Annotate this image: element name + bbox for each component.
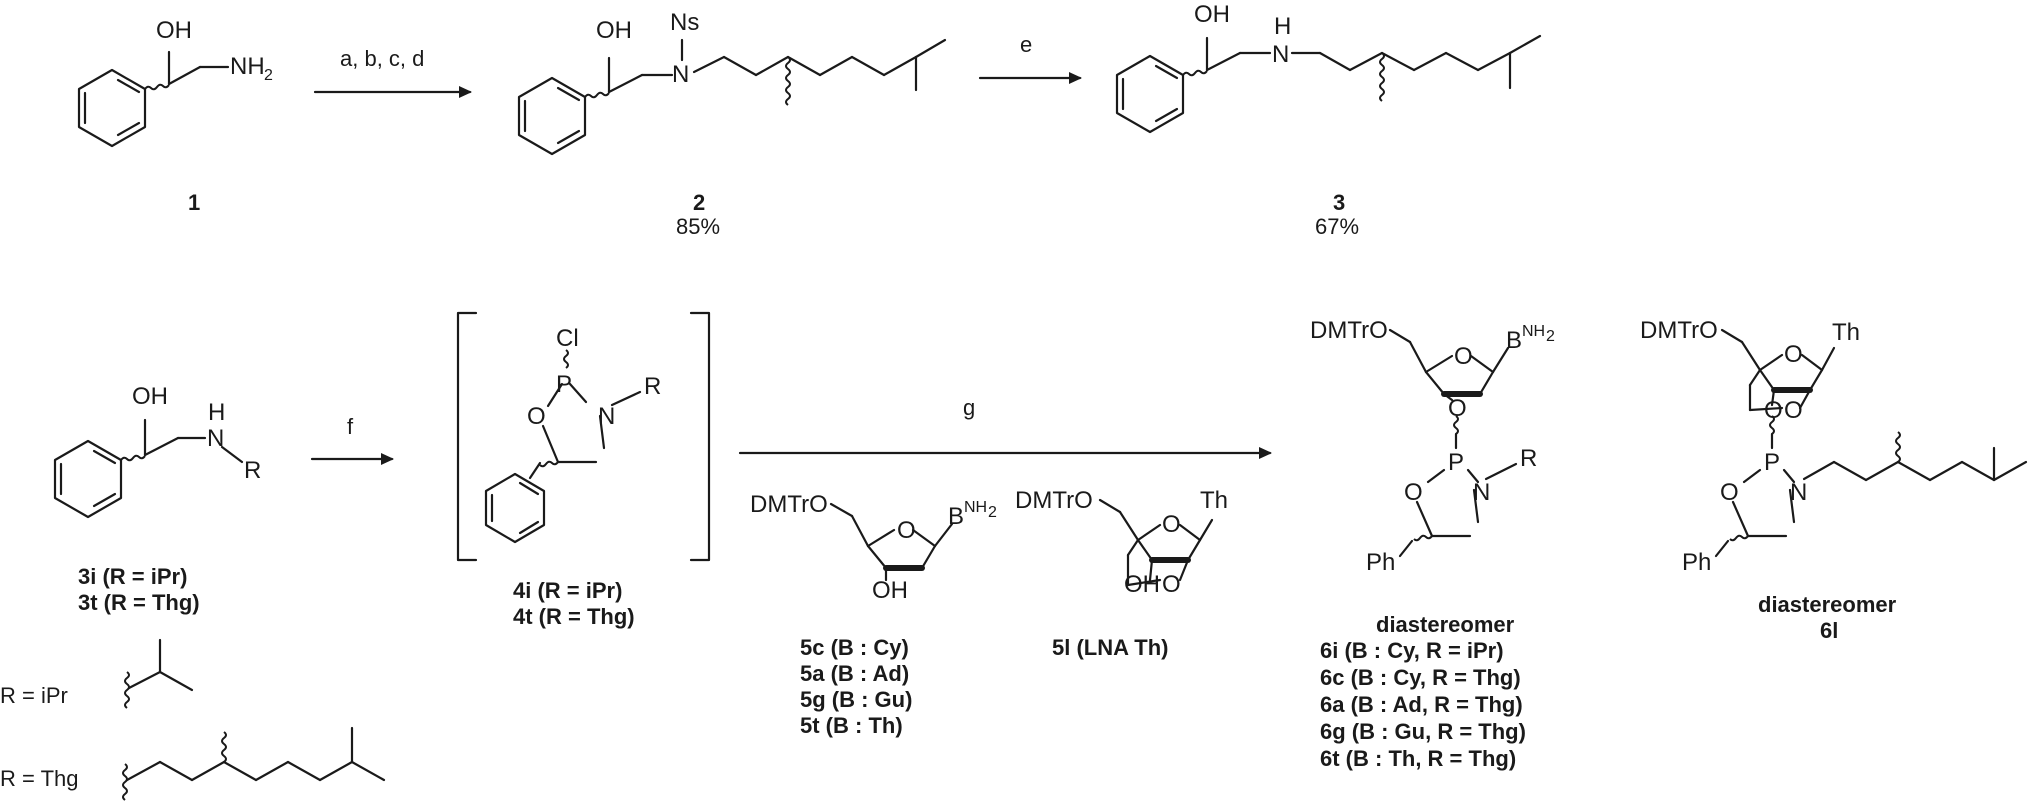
bridge-oxygen-label: O	[1162, 571, 1181, 598]
phosphorus-label: P	[556, 371, 572, 398]
compound-3-structure: OH N H	[1115, 1, 1542, 134]
ring-oxygen-label-3: O	[1720, 479, 1739, 506]
compound-2-yield: 85%	[676, 214, 720, 239]
furanose-oxygen-label-3: O	[1454, 343, 1473, 370]
ring-oxygen-label: O	[527, 403, 546, 430]
amine-label: NH	[230, 53, 265, 80]
compound-4t-label: 4t (R = Thg)	[513, 604, 635, 629]
phenyl-label: Ph	[1366, 549, 1395, 576]
hydroxyl-label-3: OH	[1194, 1, 1230, 28]
amine-n-label-2: N	[207, 425, 224, 452]
compound-4-structure: Cl P O N R	[484, 325, 661, 544]
compound-3t-label: 3t (R = Thg)	[78, 590, 200, 615]
base-nh-subscript-2: 2	[1546, 328, 1555, 345]
hydroxyl-label-4: OH	[132, 383, 168, 410]
reagents-step-3: f	[347, 414, 354, 439]
reaction-arrow-1-head	[459, 86, 472, 98]
ring-nitrogen-label-2: N	[1473, 479, 1490, 506]
phenyl-label-2: Ph	[1682, 549, 1711, 576]
reaction-arrow-2-head	[1069, 72, 1082, 84]
r-group-label-3: R	[1520, 445, 1537, 472]
ring-nitrogen-label: N	[598, 403, 615, 430]
phosphite-oxygen-label: O	[1448, 395, 1467, 422]
thymine-label-2: Th	[1832, 319, 1860, 346]
ring-nitrogen-label-3: N	[1790, 479, 1807, 506]
base-nh-label: NH	[964, 499, 987, 516]
compound-3i-label: 3i (R = iPr)	[78, 564, 187, 589]
compound-3-label: 3	[1333, 190, 1345, 215]
compound-6c-label: 6c (B : Cy, R = Thg)	[1320, 665, 1521, 690]
reaction-arrow-4-head	[1259, 447, 1272, 459]
compound-5l-label: 5l (LNA Th)	[1052, 635, 1169, 660]
chloro-label: Cl	[556, 325, 579, 352]
base-b-label-2: B	[1506, 327, 1522, 354]
dmtro-label-2: DMTrO	[1015, 487, 1093, 514]
r-thg-label: R = Thg	[0, 766, 78, 791]
right-bracket	[689, 311, 711, 562]
compound-6g-label: 6g (B : Gu, R = Thg)	[1320, 719, 1526, 744]
amine-n-label: N	[1272, 41, 1289, 68]
compound-6i-label: 6i (B : Cy, R = iPr)	[1320, 638, 1504, 663]
phosphite-oxygen-label-2: O	[1764, 397, 1783, 424]
product-6l-label: 6l	[1820, 618, 1838, 643]
ring-oxygen-label-2: O	[1404, 479, 1423, 506]
reagents-step-1: a, b, c, d	[340, 46, 424, 71]
reagents-step-4: g	[963, 395, 975, 420]
reagents-step-2: e	[1020, 32, 1032, 57]
amine-h-label: H	[1274, 13, 1291, 40]
base-b-label: B	[948, 503, 964, 530]
dmtro-label-4: DMTrO	[1640, 317, 1718, 344]
compound-1-structure: OH NH 2	[77, 17, 273, 148]
compound-4i-label: 4i (R = iPr)	[513, 578, 622, 603]
product-6l-title: diastereomer	[1758, 592, 1897, 617]
thymine-label: Th	[1200, 487, 1228, 514]
compound-3-set-structure: OH N H R	[53, 383, 261, 519]
nucleoside-5-structure: DMTrO O B NH 2 OH	[750, 491, 997, 604]
compound-6t-label: 6t (B : Th, R = Thg)	[1320, 746, 1516, 771]
bridge-oxygen-label-2: O	[1784, 397, 1803, 424]
compound-6a-label: 6a (B : Ad, R = Thg)	[1320, 692, 1523, 717]
product-6-title: diastereomer	[1376, 612, 1515, 637]
hydroxyl-label-6: OH	[1124, 571, 1160, 598]
compound-5g-label: 5g (B : Gu)	[800, 687, 912, 712]
compound-2-structure: OH N Ns	[517, 9, 947, 156]
reaction-arrow-3-head	[381, 453, 394, 465]
furanose-oxygen-label-2: O	[1162, 511, 1181, 538]
hydroxyl-label-2: OH	[596, 17, 632, 44]
compound-5c-label: 5c (B : Cy)	[800, 635, 909, 660]
compound-5t-label: 5t (B : Th)	[800, 713, 903, 738]
compound-5a-label: 5a (B : Ad)	[800, 661, 909, 686]
sulfonamide-n-label: N	[672, 61, 689, 88]
hydroxyl-label: OH	[156, 17, 192, 44]
dmtro-label: DMTrO	[750, 491, 828, 518]
compound-3-yield: 67%	[1315, 214, 1359, 239]
base-nh-label-2: NH	[1522, 323, 1545, 340]
product-6-structure: DMTrO O B NH 2 O P O N R Ph	[1310, 317, 1555, 576]
phosphorus-label-3: P	[1764, 449, 1780, 476]
r-group-definitions: R = iPr R = Thg	[0, 638, 386, 801]
product-6l-structure: DMTrO O Th O O P O N Ph	[1640, 317, 2028, 576]
r-group-label-2: R	[644, 373, 661, 400]
amine-subscript: 2	[264, 67, 273, 84]
dmtro-label-3: DMTrO	[1310, 317, 1388, 344]
nucleoside-5l-structure: DMTrO O Th OH O	[1015, 487, 1228, 598]
r-ipr-label: R = iPr	[0, 683, 68, 708]
r-group-label: R	[244, 457, 261, 484]
hydroxyl-label-5: OH	[872, 577, 908, 604]
furanose-oxygen-label-4: O	[1784, 341, 1803, 368]
phosphorus-label-2: P	[1448, 449, 1464, 476]
base-nh-subscript: 2	[988, 504, 997, 521]
left-bracket	[456, 311, 478, 562]
compound-1-label: 1	[188, 190, 200, 215]
compound-2-label: 2	[693, 190, 705, 215]
furanose-oxygen-label: O	[897, 517, 916, 544]
amine-h-label-2: H	[208, 399, 225, 426]
ns-label: Ns	[670, 9, 699, 36]
